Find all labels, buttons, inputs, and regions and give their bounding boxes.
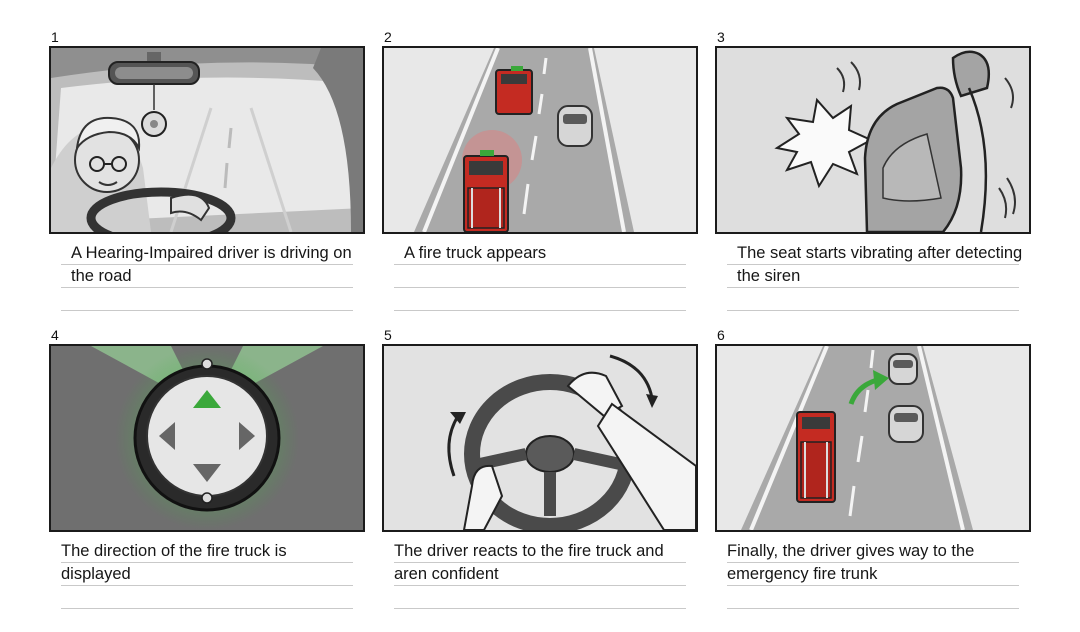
panel-caption: The seat starts vibrating after detectin… <box>715 242 1031 312</box>
panel-number: 5 <box>384 327 392 343</box>
caption-rule <box>727 287 1019 288</box>
give-way-illustration <box>717 346 1029 530</box>
highway-fire-truck-illustration <box>384 48 696 232</box>
panel-caption: The direction of the fire truck is displ… <box>49 540 365 610</box>
caption-text: The driver reacts to the fire truck and … <box>394 542 664 583</box>
storyboard-panel-5: 5 The driver reacts to the fire tru <box>382 327 698 610</box>
storyboard-panel-1: 1 <box>49 29 365 312</box>
panel-number: 1 <box>51 29 59 45</box>
caption-rule <box>394 585 686 586</box>
caption-rule <box>61 310 353 311</box>
caption-rule <box>61 585 353 586</box>
direction-indicator-illustration <box>51 346 363 530</box>
panel-illustration <box>715 46 1031 234</box>
caption-rule <box>394 287 686 288</box>
caption-text: A Hearing-Impaired driver is driving on … <box>71 244 352 285</box>
panel-illustration <box>382 344 698 532</box>
panel-illustration <box>49 344 365 532</box>
panel-number: 2 <box>384 29 392 45</box>
caption-rule <box>394 562 686 563</box>
caption-rule <box>61 264 353 265</box>
panel-number: 6 <box>717 327 725 343</box>
caption-rule <box>394 264 686 265</box>
caption-rule <box>727 264 1019 265</box>
caption-rule <box>394 608 686 609</box>
green-arrow-icon <box>848 370 889 405</box>
panel-illustration <box>49 46 365 234</box>
caption-rule <box>727 585 1019 586</box>
caption-text: The seat starts vibrating after detectin… <box>737 244 1023 285</box>
panel-illustration <box>715 344 1031 532</box>
arrow-up-icon <box>193 390 221 408</box>
caption-rule <box>61 562 353 563</box>
panel-number: 4 <box>51 327 59 343</box>
vibrating-seat-illustration <box>717 48 1029 232</box>
panel-number: 3 <box>717 29 725 45</box>
caption-rule <box>727 310 1019 311</box>
steering-wheel-turn-illustration <box>384 346 696 530</box>
caption-text: The direction of the fire truck is displ… <box>61 542 287 583</box>
caption-rule <box>61 287 353 288</box>
caption-rule <box>727 608 1019 609</box>
caption-rule <box>727 562 1019 563</box>
caption-text: Finally, the driver gives way to the eme… <box>727 542 975 583</box>
storyboard-panel-4: 4 <box>49 327 365 610</box>
storyboard-panel-6: 6 Finally, the driver giv <box>715 327 1031 610</box>
curved-arrow-icon <box>447 412 466 477</box>
panel-caption: Finally, the driver gives way to the eme… <box>715 540 1031 610</box>
panel-caption: A Hearing-Impaired driver is driving on … <box>49 242 365 312</box>
arrow-right-icon <box>239 422 255 450</box>
arrow-down-icon <box>193 464 221 482</box>
caption-text: A fire truck appears <box>404 244 547 262</box>
caption-rule <box>61 608 353 609</box>
panel-illustration <box>382 46 698 234</box>
caption-rule <box>394 310 686 311</box>
driver-in-car-illustration <box>51 48 363 232</box>
arrow-left-icon <box>159 422 175 450</box>
storyboard-panel-2: 2 A fire truck appears <box>382 29 698 312</box>
storyboard-panel-3: 3 The seat starts vibrating after detect… <box>715 29 1031 312</box>
panel-caption: A fire truck appears <box>382 242 698 312</box>
panel-caption: The driver reacts to the fire truck and … <box>382 540 698 610</box>
curved-arrow-icon <box>609 354 658 408</box>
